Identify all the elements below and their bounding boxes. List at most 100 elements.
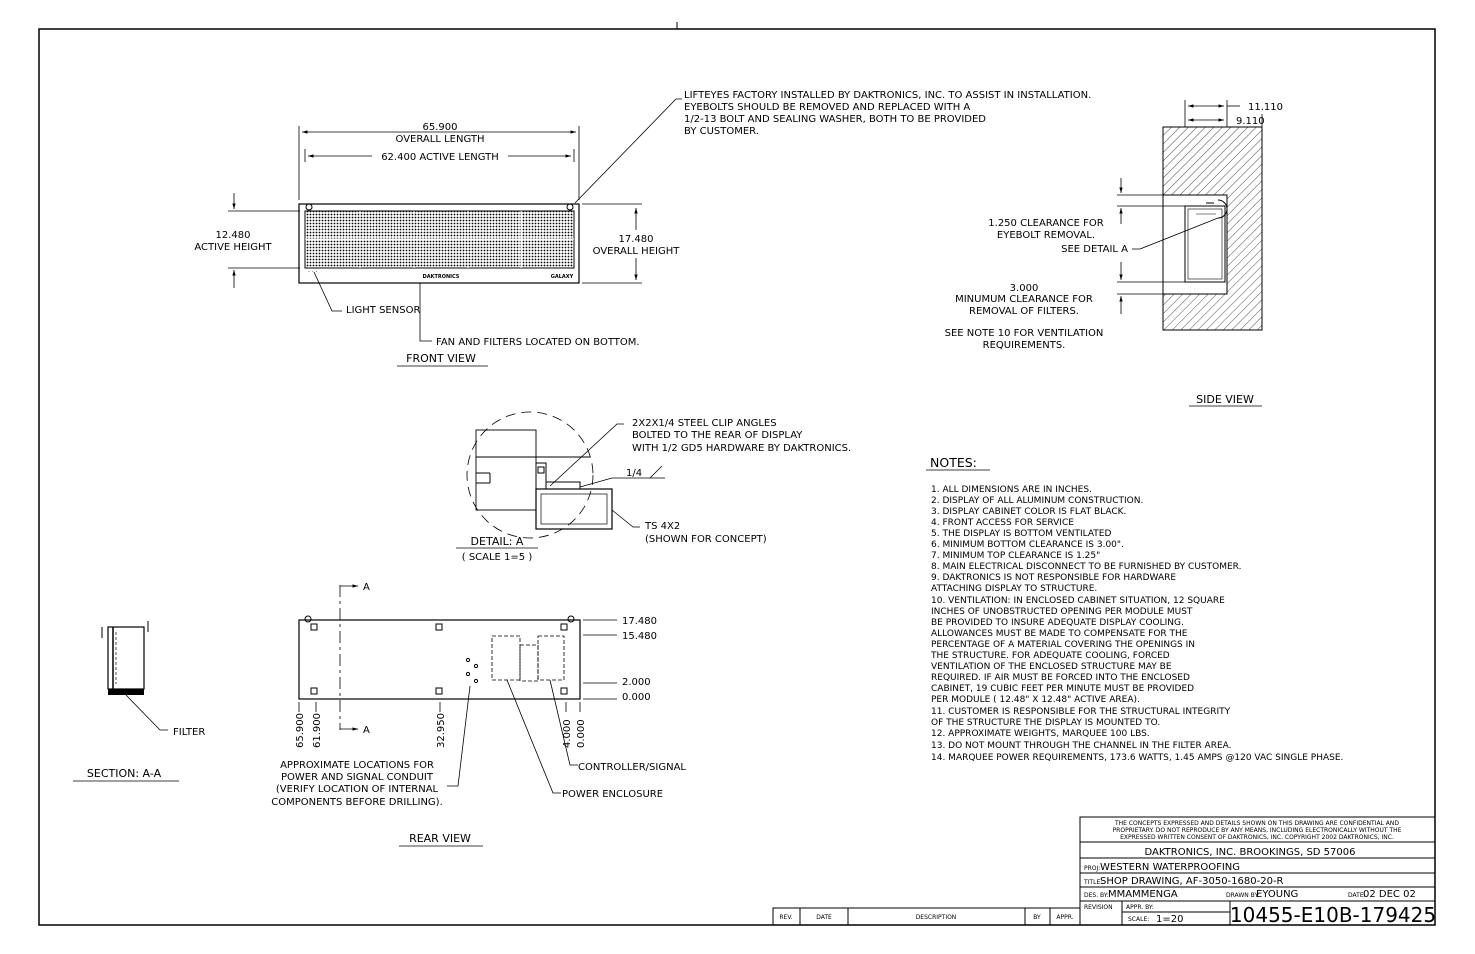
rev-header-by: BY [1033,914,1041,921]
notes-block: NOTES: 1. ALL DIMENSIONS ARE IN INCHES. … [926,455,1343,763]
rev-header-date: DATE [816,914,832,921]
section-filter: FILTER [173,727,205,738]
title-des: MMAMMENGA [1108,889,1178,900]
rear-conduit-note-1: APPROXIMATE LOCATIONS FOR [280,760,434,771]
side-filter-clearance-1: 3.000 [1010,283,1039,294]
side-eyebolt-clearance-1: 1.250 CLEARANCE FOR [988,218,1103,229]
detail-a-boundary [466,411,594,539]
note-line: PER MODULE ( 12.48" X 12.48" ACTIVE AREA… [931,695,1140,705]
note-line: THE STRUCTURE. FOR ADEQUATE COOLING, FOR… [930,651,1170,661]
note-line: 5. THE DISPLAY IS BOTTOM VENTILATED [931,529,1111,539]
note-line: 11. CUSTOMER IS RESPONSIBLE FOR THE STRU… [931,707,1231,717]
notes-title: NOTES: [930,455,977,470]
note-line: INCHES OF UNOBSTRUCTED OPENING PER MODUL… [931,607,1193,617]
front-fan-filters: FAN AND FILTERS LOCATED ON BOTTOM. [436,337,640,348]
detail-a-display [475,429,537,511]
front-light-sensor: LIGHT SENSOR [346,305,420,316]
notes-list: 1. ALL DIMENSIONS ARE IN INCHES. 2. DISP… [930,485,1343,763]
title-scale: 1=20 [1156,914,1183,925]
section-label: SECTION: A-A [87,767,162,780]
note-line: 13. DO NOT MOUNT THROUGH THE CHANNEL IN … [931,741,1232,751]
side-ventilation-note-2: REQUIREMENTS. [983,340,1066,351]
note-line: 4. FRONT ACCESS FOR SERVICE [931,518,1074,528]
side-see-detail: SEE DETAIL A [1061,244,1128,255]
rear-cut-marker-top: A [363,582,370,593]
note-line: 3. DISPLAY CABINET COLOR IS FLAT BLACK. [931,507,1126,517]
rear-view-label: REAR VIEW [409,832,471,845]
detail-a-label: DETAIL: A [471,535,524,548]
note-line: 12. APPROXIMATE WEIGHTS, MARQUEE 100 LBS… [931,729,1150,739]
note-line: PERCENTAGE OF A MATERIAL COVERING THE OP… [931,640,1195,650]
detail-a-scale: ( SCALE 1=5 ) [462,552,533,563]
title-appr-label: APPR. BY: [1126,904,1154,911]
title-des-label: DES. BY: [1084,892,1109,899]
detail-a: 2X2X1/4 STEEL CLIP ANGLES BOLTED TO THE … [456,411,851,563]
detail-a-clip-note-1: 2X2X1/4 STEEL CLIP ANGLES [632,418,777,429]
title-date: 02 DEC 02 [1363,889,1416,900]
front-view-label: FRONT VIEW [406,352,476,365]
note-line: 10. VENTILATION: IN ENCLOSED CABINET SIT… [931,596,1225,606]
title-confidential-3: EXPRESSED WRITTEN CONSENT OF DAKTRONICS,… [1120,834,1394,841]
detail-a-tube [535,488,613,530]
sheet-border [38,28,1436,926]
title-drawn: EYOUNG [1256,889,1298,900]
svg-text:· · ·: · · · [308,269,318,276]
title-company: DAKTRONICS, INC. BROOKINGS, SD 57006 [1145,847,1356,858]
detail-a-clip-note-3: WITH 1/2 GD5 HARDWARE BY DAKTRONICS. [632,443,851,454]
title-revision-label: REVISION [1084,904,1113,911]
front-active-height-label: ACTIVE HEIGHT [194,242,272,253]
side-filter-clearance-3: REMOVAL OF FILTERS. [969,306,1079,317]
rev-header-appr: APPR. [1056,914,1073,921]
rear-bottom-dim-1: 65.900 [295,713,306,748]
note-line: BE PROVIDED TO INSURE ADEQUATE DISPLAY C… [931,618,1184,628]
side-eyebolt-clearance-2: EYEBOLT REMOVAL. [997,230,1095,241]
front-lifteyes-note-1: LIFTEYES FACTORY INSTALLED BY DAKTRONICS… [684,90,1091,101]
detail-a-weld: 1/4 [626,468,642,479]
note-line: VENTILATION OF THE ENCLOSED STRUCTURE MA… [931,662,1172,672]
rear-cabinet [298,619,581,700]
front-lifteyes-note-4: BY CUSTOMER. [684,126,759,137]
front-brand-right: GALAXY [551,274,574,280]
title-proj: WESTERN WATERPROOFING [1100,862,1240,873]
detail-a-tube-note-1: TS 4X2 [644,521,680,532]
rear-bottom-dim-5: 0.000 [576,719,587,748]
title-date-label: DATE: [1348,892,1366,899]
note-line: OF THE STRUCTURE THE DISPLAY IS MOUNTED … [931,718,1160,728]
title-drawing-number: 10455-E10B-179425 [1230,903,1436,927]
front-overall-height-value: 17.480 [619,234,654,245]
note-line: 14. MARQUEE POWER REQUIREMENTS, 173.6 WA… [931,753,1343,763]
front-overall-length-value: 65.900 [423,122,458,133]
rear-bottom-dim-2: 61.900 [312,713,323,748]
rev-header-description: DESCRIPTION [916,914,957,921]
note-line: 1. ALL DIMENSIONS ARE IN INCHES. [931,485,1092,495]
title-title: SHOP DRAWING, AF-3050-1680-20-R [1100,876,1284,887]
title-title-label: TITLE: [1083,879,1102,886]
title-confidential-2: PROPRIETARY. DO NOT REPRODUCE BY ANY MEA… [1113,827,1402,834]
note-line: ALLOWANCES MUST BE MADE TO COMPENSATE FO… [931,629,1188,639]
rear-right-dim-2: 15.480 [622,631,657,642]
title-scale-label: SCALE: [1128,916,1149,923]
front-lifteyes-note-3: 1/2-13 BOLT AND SEALING WASHER, BOTH TO … [684,114,986,125]
front-view: DAKTRONICS GALAXY · · · 65.900 OVERALL L… [194,90,1091,367]
rev-header-rev: REV. [779,914,792,921]
note-line: 7. MINIMUM TOP CLEARANCE IS 1.25" [931,551,1100,561]
rear-cut-marker-bottom: A [363,725,370,736]
note-line: 9. DAKTRONICS IS NOT RESPONSIBLE FOR HAR… [931,573,1176,583]
rear-right-dim-3: 2.000 [622,677,651,688]
title-confidential-1: THE CONCEPTS EXPRESSED AND DETAILS SHOWN… [1114,820,1399,827]
note-line: 2. DISPLAY OF ALL ALUMINUM CONSTRUCTION. [931,496,1143,506]
front-lifteyes-note-2: EYEBOLTS SHOULD BE REMOVED AND REPLACED … [684,102,970,113]
rear-conduit-note-4: COMPONENTS BEFORE DRILLING). [271,797,443,808]
side-filter-clearance-2: MINUMUM CLEARANCE FOR [955,294,1093,305]
rear-controller-label: CONTROLLER/SIGNAL [578,762,686,773]
front-active-length: 62.400 ACTIVE LENGTH [381,152,499,163]
rear-right-dim-1: 17.480 [622,616,657,627]
title-proj-label: PROJ: [1084,865,1100,872]
note-line: ATTACHING DISPLAY TO STRUCTURE. [931,584,1097,594]
side-dim-outer: 11.110 [1248,102,1283,113]
note-line: 8. MAIN ELECTRICAL DISCONNECT TO BE FURN… [931,562,1241,572]
detail-a-tube-note-2: (SHOWN FOR CONCEPT) [645,534,767,545]
section-a-a: FILTER SECTION: A-A [73,621,205,782]
side-view-label: SIDE VIEW [1196,393,1254,406]
rear-power-label: POWER ENCLOSURE [562,789,663,800]
